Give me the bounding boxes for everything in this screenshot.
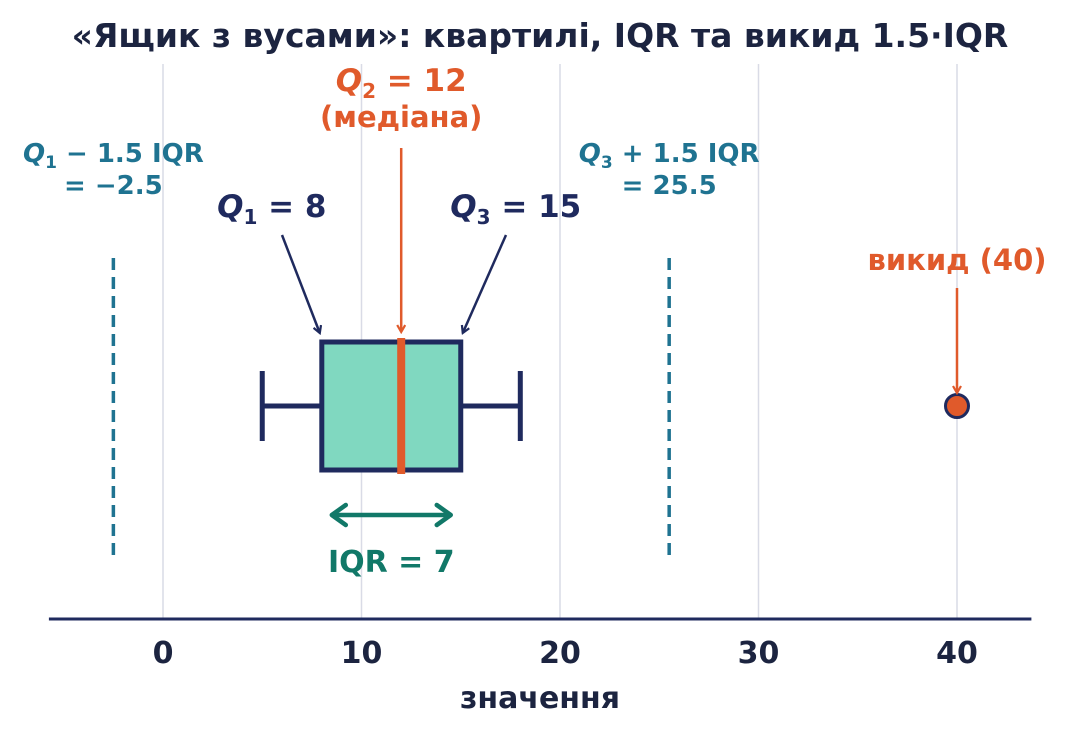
x-tick-label: 10 <box>341 636 383 671</box>
q3-annotation: Q3 = 15 <box>450 189 581 229</box>
lower-fence-annotation-value: = −2.5 <box>64 171 163 201</box>
chart-title: «Ящик з вусами»: квартилі, IQR та викид … <box>72 16 1009 55</box>
lower-fence-annotation: Q1 − 1.5 IQR <box>23 139 204 173</box>
outlier-point <box>944 393 970 419</box>
q1-arrow <box>280 234 320 333</box>
median-annotation-note: (медіана) <box>320 100 482 134</box>
x-tick-label: 30 <box>738 636 780 671</box>
x-tick-label: 0 <box>153 636 174 671</box>
grid <box>162 64 958 619</box>
iqr-box <box>319 339 464 473</box>
iqr-arrow-right-head <box>434 502 453 528</box>
x-axis: 0 10 20 30 40 <box>48 617 1032 671</box>
iqr-annotation: IQR = 7 <box>328 545 455 580</box>
iqr-arrow-left-head <box>329 502 349 528</box>
x-tick-label: 20 <box>539 636 581 671</box>
outliers <box>944 393 970 419</box>
outlier-annotation: викид (40) <box>867 243 1046 277</box>
annotations: Q2 = 12(медіана) Q1 = 8 Q3 = 15 Q1 − 1.5 IQ… <box>23 63 1047 580</box>
fences <box>111 258 671 555</box>
upper-fence-annotation: Q3 + 1.5 IQR <box>579 139 760 173</box>
upper-fence-annotation-value: = 25.5 <box>622 171 717 201</box>
q3-arrow <box>463 234 508 333</box>
box-plot <box>259 338 523 474</box>
q1-annotation: Q1 = 8 <box>217 189 326 229</box>
median-annotation: Q2 = 12 <box>336 63 467 103</box>
x-axis-label: значення <box>460 681 620 716</box>
x-tick-label: 40 <box>936 636 978 671</box>
